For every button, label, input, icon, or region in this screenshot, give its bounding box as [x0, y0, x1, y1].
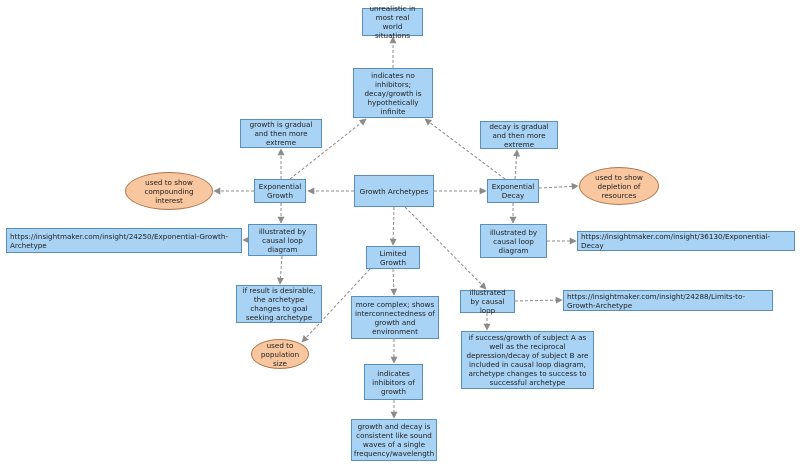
edge-exp-decay-to-gradual [513, 149, 521, 180]
node-limited-growth[interactable]: Limited Growth [366, 246, 420, 269]
node-lg-url[interactable]: https://insightmaker.com/insight/24288/L… [563, 290, 773, 311]
node-compounding-interest[interactable]: used to show compounding interest [125, 172, 213, 210]
edge-root-to-lg-causal-loop [404, 206, 487, 290]
edge-exp-growth-to-no-inhibitor [289, 118, 367, 180]
node-root[interactable]: Growth Archetypes [354, 175, 434, 207]
node-no-inhibitors[interactable]: indicates no inhibitors; decay/growth is… [353, 68, 433, 118]
node-sound-waves[interactable]: growth and decay is consistent like soun… [351, 419, 437, 461]
node-inhibitors[interactable]: indicates inhibitors of growth [364, 364, 423, 400]
edge-lg-cld-to-url [514, 296, 563, 304]
node-decay-gradual[interactable]: decay is gradual and then more extreme [480, 121, 558, 149]
node-growth-gradual[interactable]: growth is gradual and then more extreme [240, 119, 322, 148]
node-population-size[interactable]: used to population size [251, 339, 309, 369]
node-lg-causal-loop[interactable]: illustrated by causal loop [460, 288, 515, 315]
node-ed-url[interactable]: https://insightmaker.com/insight/36130/E… [577, 231, 795, 251]
node-depletion-resources[interactable]: used to show depletion of resources [579, 167, 659, 205]
edge-exp-decay-to-depletion [538, 182, 579, 190]
node-eg-causal-loop[interactable]: illustrated by causal loop diagram [248, 224, 317, 256]
node-success-archetype[interactable]: if success/growth of subject A as well a… [461, 331, 594, 389]
edge-exp-decay-to-no-inhibitor [424, 118, 506, 180]
edge-limited-to-population [301, 268, 371, 343]
node-eg-url[interactable]: https://insightmaker.com/insight/24250/E… [6, 228, 242, 253]
edge-eg-cld-to-goal-seeking [276, 255, 284, 285]
node-unrealistic[interactable]: unrealistic in most real world situation… [362, 4, 423, 40]
node-exponential-decay[interactable]: Exponential Decay [487, 179, 539, 203]
edge-limited-to-complex [390, 268, 398, 296]
node-more-complex[interactable]: more complex; shows interconnectedness o… [351, 296, 439, 339]
node-ed-causal-loop[interactable]: illustrated by causal loop diagram [480, 224, 547, 258]
node-goal-seeking[interactable]: if result is desirable, the archetype ch… [236, 285, 322, 323]
node-exponential-growth[interactable]: Exponential Growth [254, 179, 306, 203]
edge-root-to-limited [389, 206, 397, 246]
